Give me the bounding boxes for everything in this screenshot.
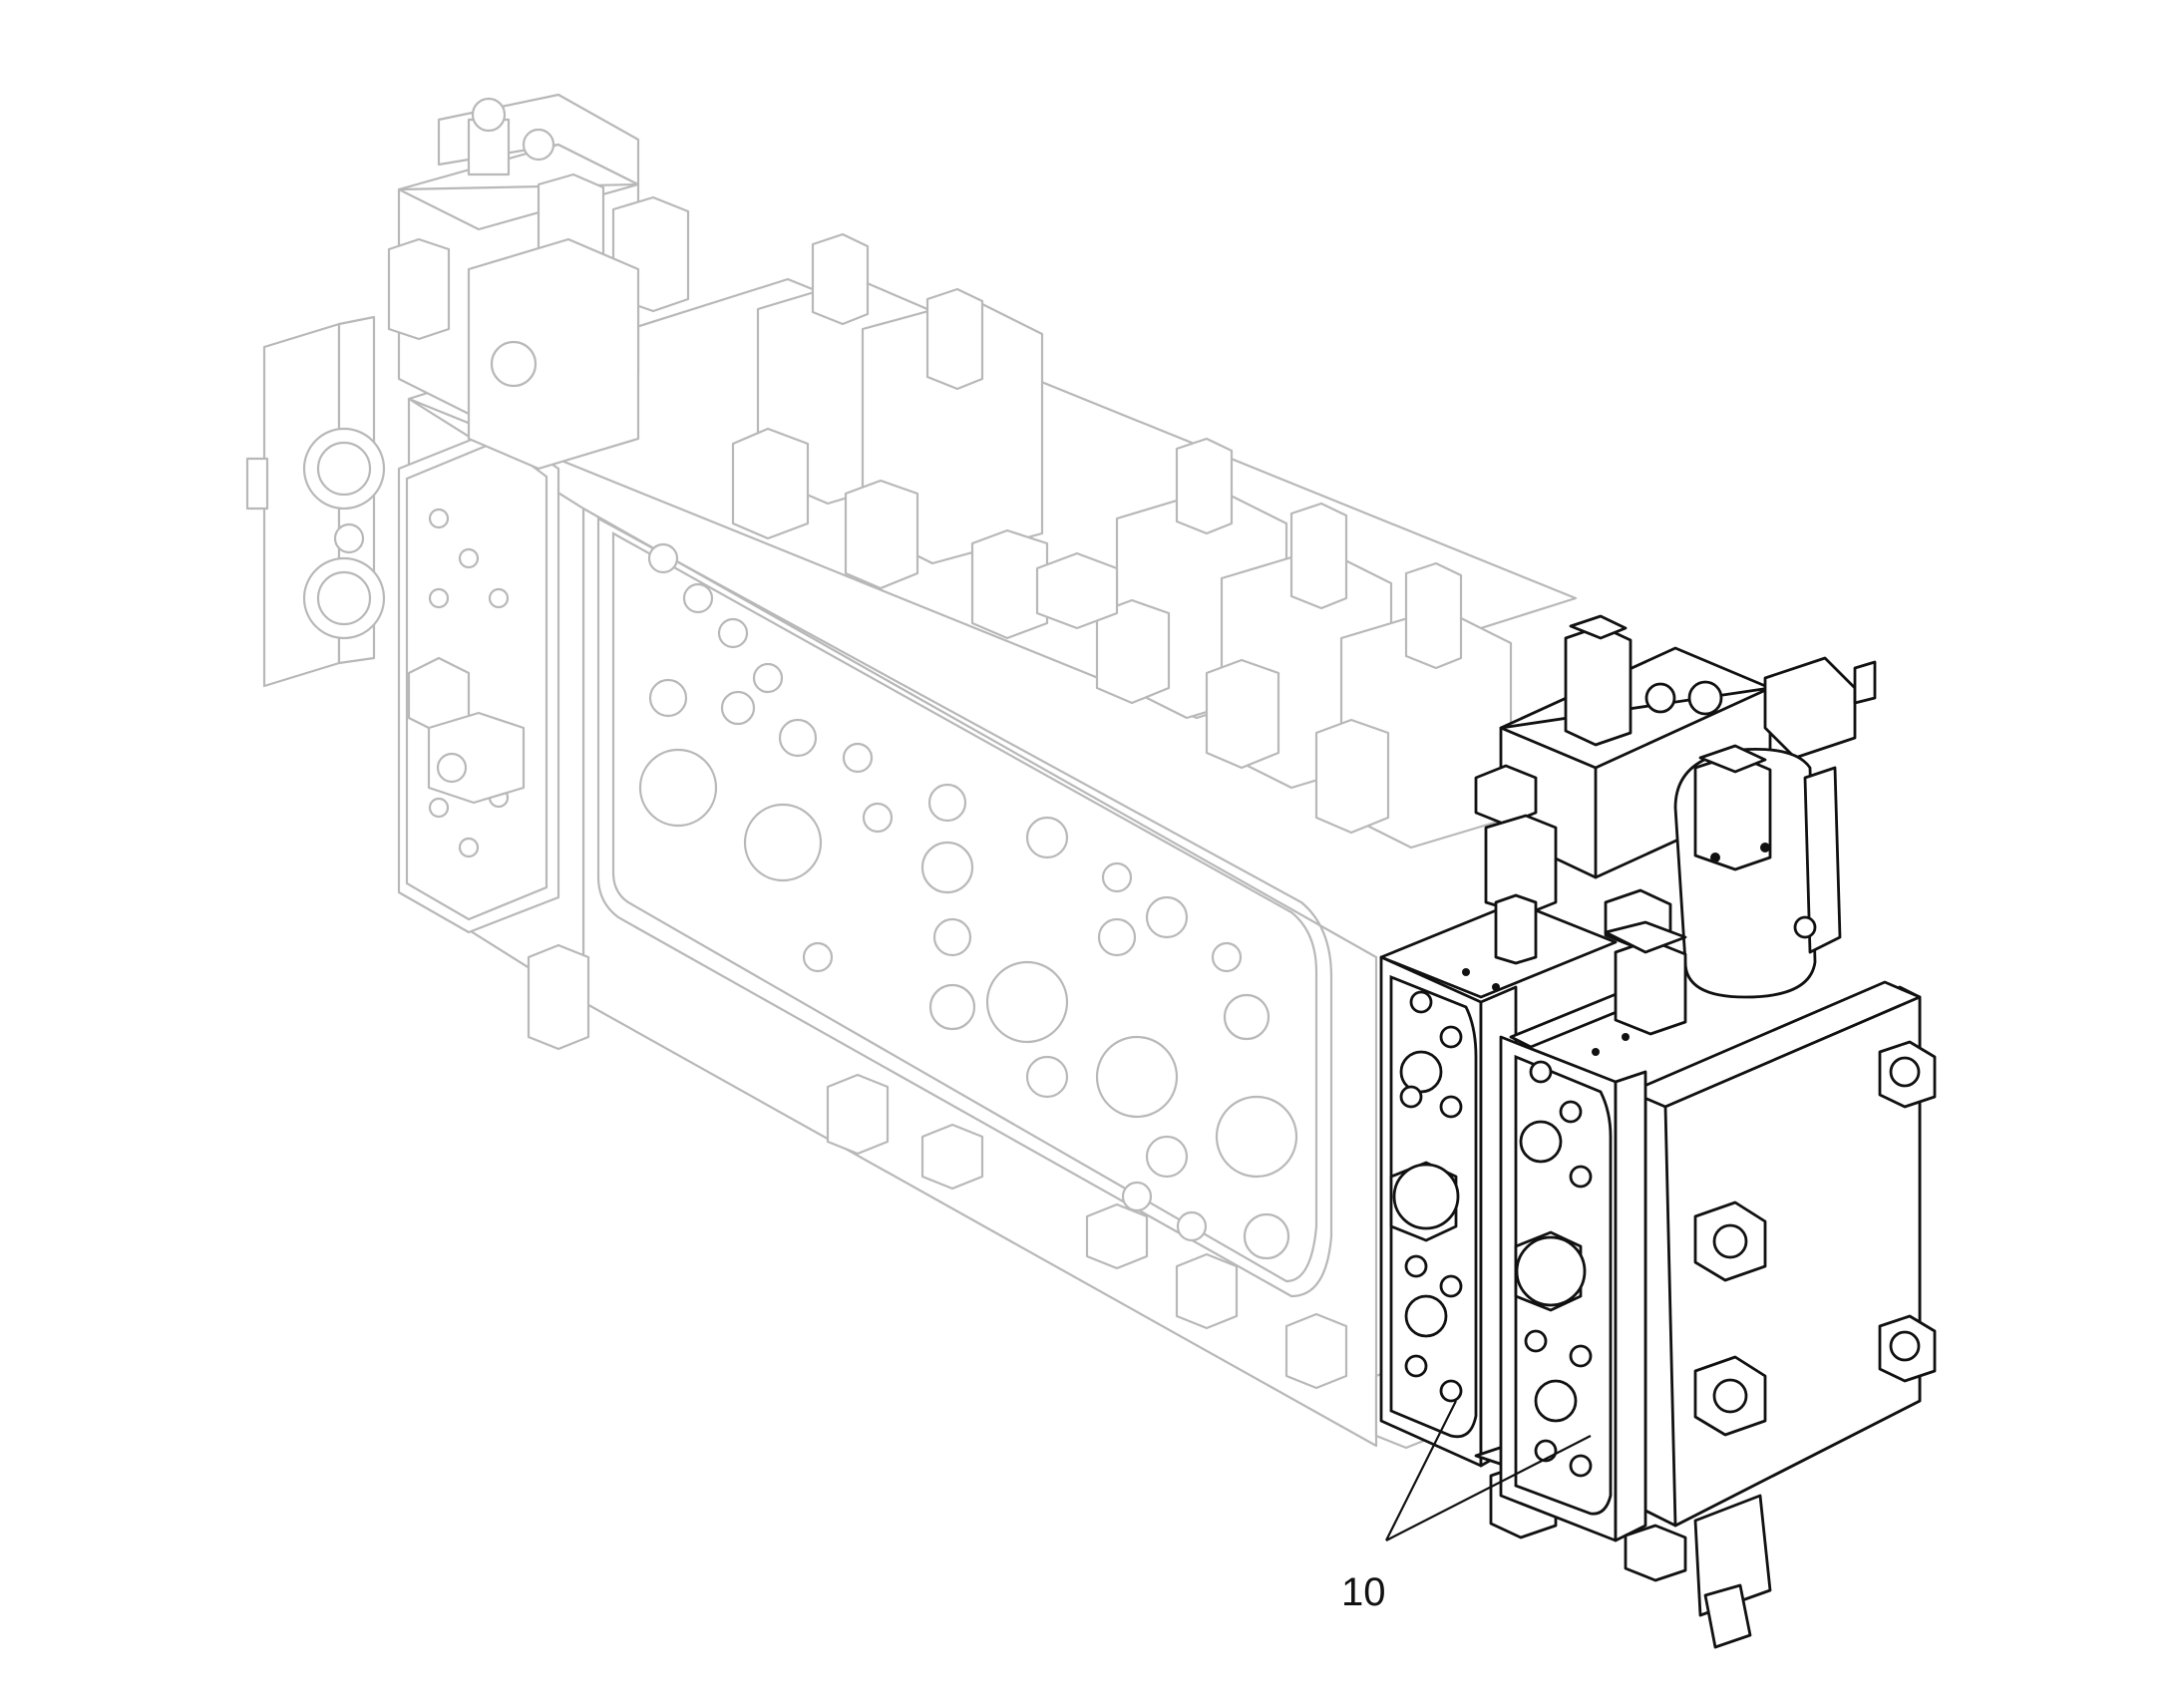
front-face-ports-ghosted bbox=[638, 542, 1298, 1260]
end-cover-bolt-1 bbox=[1878, 1040, 1937, 1109]
callout-label: 10 bbox=[1341, 1570, 1386, 1614]
main-valve-body-ghosted bbox=[245, 93, 1578, 1450]
leader-line-a bbox=[1385, 1400, 1457, 1541]
highlighted-spool-sections bbox=[1379, 614, 1937, 1649]
callout-10: 10 bbox=[1341, 1400, 1592, 1614]
end-cover-bolt-3 bbox=[1693, 1355, 1767, 1437]
end-cover-bolt-4 bbox=[1878, 1314, 1937, 1383]
spool-section-b bbox=[1499, 888, 1687, 1582]
right-pilot-block bbox=[1499, 614, 1877, 999]
fitting-row-ghosted bbox=[731, 427, 1390, 835]
leader-line-b bbox=[1385, 1435, 1592, 1541]
end-cover-bolt-2 bbox=[1693, 1200, 1767, 1282]
end-cover-block bbox=[1629, 980, 1937, 1649]
